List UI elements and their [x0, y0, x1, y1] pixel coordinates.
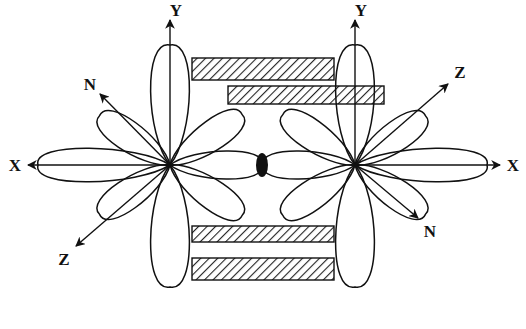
- axis-arrow: [100, 94, 170, 165]
- orbital-lobes: [38, 45, 488, 288]
- delta-overlap-band: [192, 258, 334, 280]
- delta-overlap-band: [192, 226, 334, 242]
- axis-label: X: [507, 157, 519, 174]
- axis-label: Y: [170, 2, 182, 19]
- axis-label: Z: [58, 251, 69, 268]
- orbital-lobe: [346, 153, 434, 227]
- axis-label: N: [84, 76, 96, 93]
- axis-arrow: [169, 20, 170, 165]
- axis-label: Y: [355, 2, 367, 19]
- delta-overlap-band: [192, 58, 334, 80]
- axis-arrow: [355, 165, 418, 218]
- axis-arrow: [355, 84, 448, 165]
- axis-label: X: [9, 157, 21, 174]
- axis-label: N: [424, 223, 436, 240]
- orbital-lobe: [91, 153, 179, 227]
- axis-arrow: [354, 20, 355, 165]
- sigma-overlap: [256, 153, 268, 177]
- orbital-lobe: [274, 153, 363, 228]
- coordinate-axes: [28, 20, 500, 246]
- axis-arrow: [355, 164, 500, 165]
- axis-arrow: [28, 164, 170, 165]
- axis-arrow: [76, 165, 170, 246]
- orbital-lobe: [161, 153, 250, 228]
- axis-label: Z: [454, 64, 465, 81]
